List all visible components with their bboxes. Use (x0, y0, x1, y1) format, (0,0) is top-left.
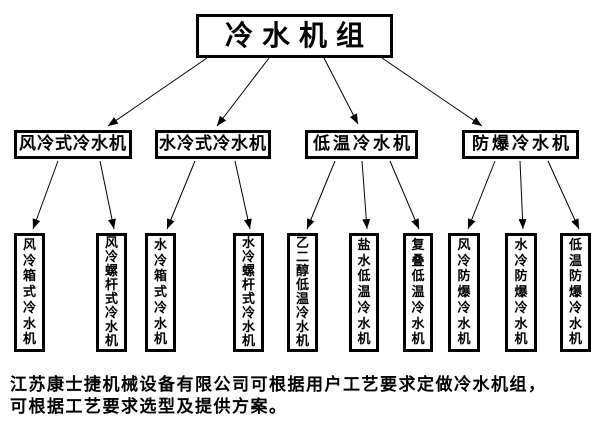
node-low-temp-explosion-proof-chiller: 低温防爆冷水机 (560, 233, 591, 352)
node-water-cooled-box-chiller: 水冷箱式冷水机 (145, 233, 176, 352)
node-brine-low-temp-chiller: 盐水低温冷水机 (349, 233, 379, 352)
node-air-cooled-screw-chiller: 风冷螺杆式冷水机 (96, 233, 127, 352)
node-chiller-unit: 冷水机组 (196, 14, 393, 58)
node-explosion-proof-chiller: 防爆冷水机 (462, 130, 579, 159)
node-water-cooled-explosion-proof-chiller: 水冷防爆冷水机 (505, 233, 537, 352)
node-air-cooled-box-chiller: 风冷箱式冷水机 (14, 233, 45, 352)
node-water-cooled-chiller: 水冷式冷水机 (155, 130, 271, 159)
node-low-temp-chiller: 低温冷水机 (305, 130, 418, 159)
node-glycol-low-temp-chiller: 乙二醇低温冷水机 (287, 233, 318, 352)
node-cascade-low-temp-chiller: 复叠低温冷水机 (403, 233, 433, 352)
footer-line-1: 江苏康士捷机械设备有限公司可根据用户工艺要求定做冷水机组， (10, 375, 547, 395)
company-description: 江苏康士捷机械设备有限公司可根据用户工艺要求定做冷水机组， 可根据工艺要求选型及… (10, 374, 596, 418)
node-air-cooled-explosion-proof-chiller: 风冷防爆冷水机 (448, 233, 480, 352)
footer-line-2: 可根据工艺要求选型及提供方案。 (10, 397, 288, 417)
node-air-cooled-chiller: 风冷式冷水机 (14, 130, 132, 159)
node-water-cooled-screw-chiller: 水冷螺杆式冷水机 (233, 233, 264, 352)
